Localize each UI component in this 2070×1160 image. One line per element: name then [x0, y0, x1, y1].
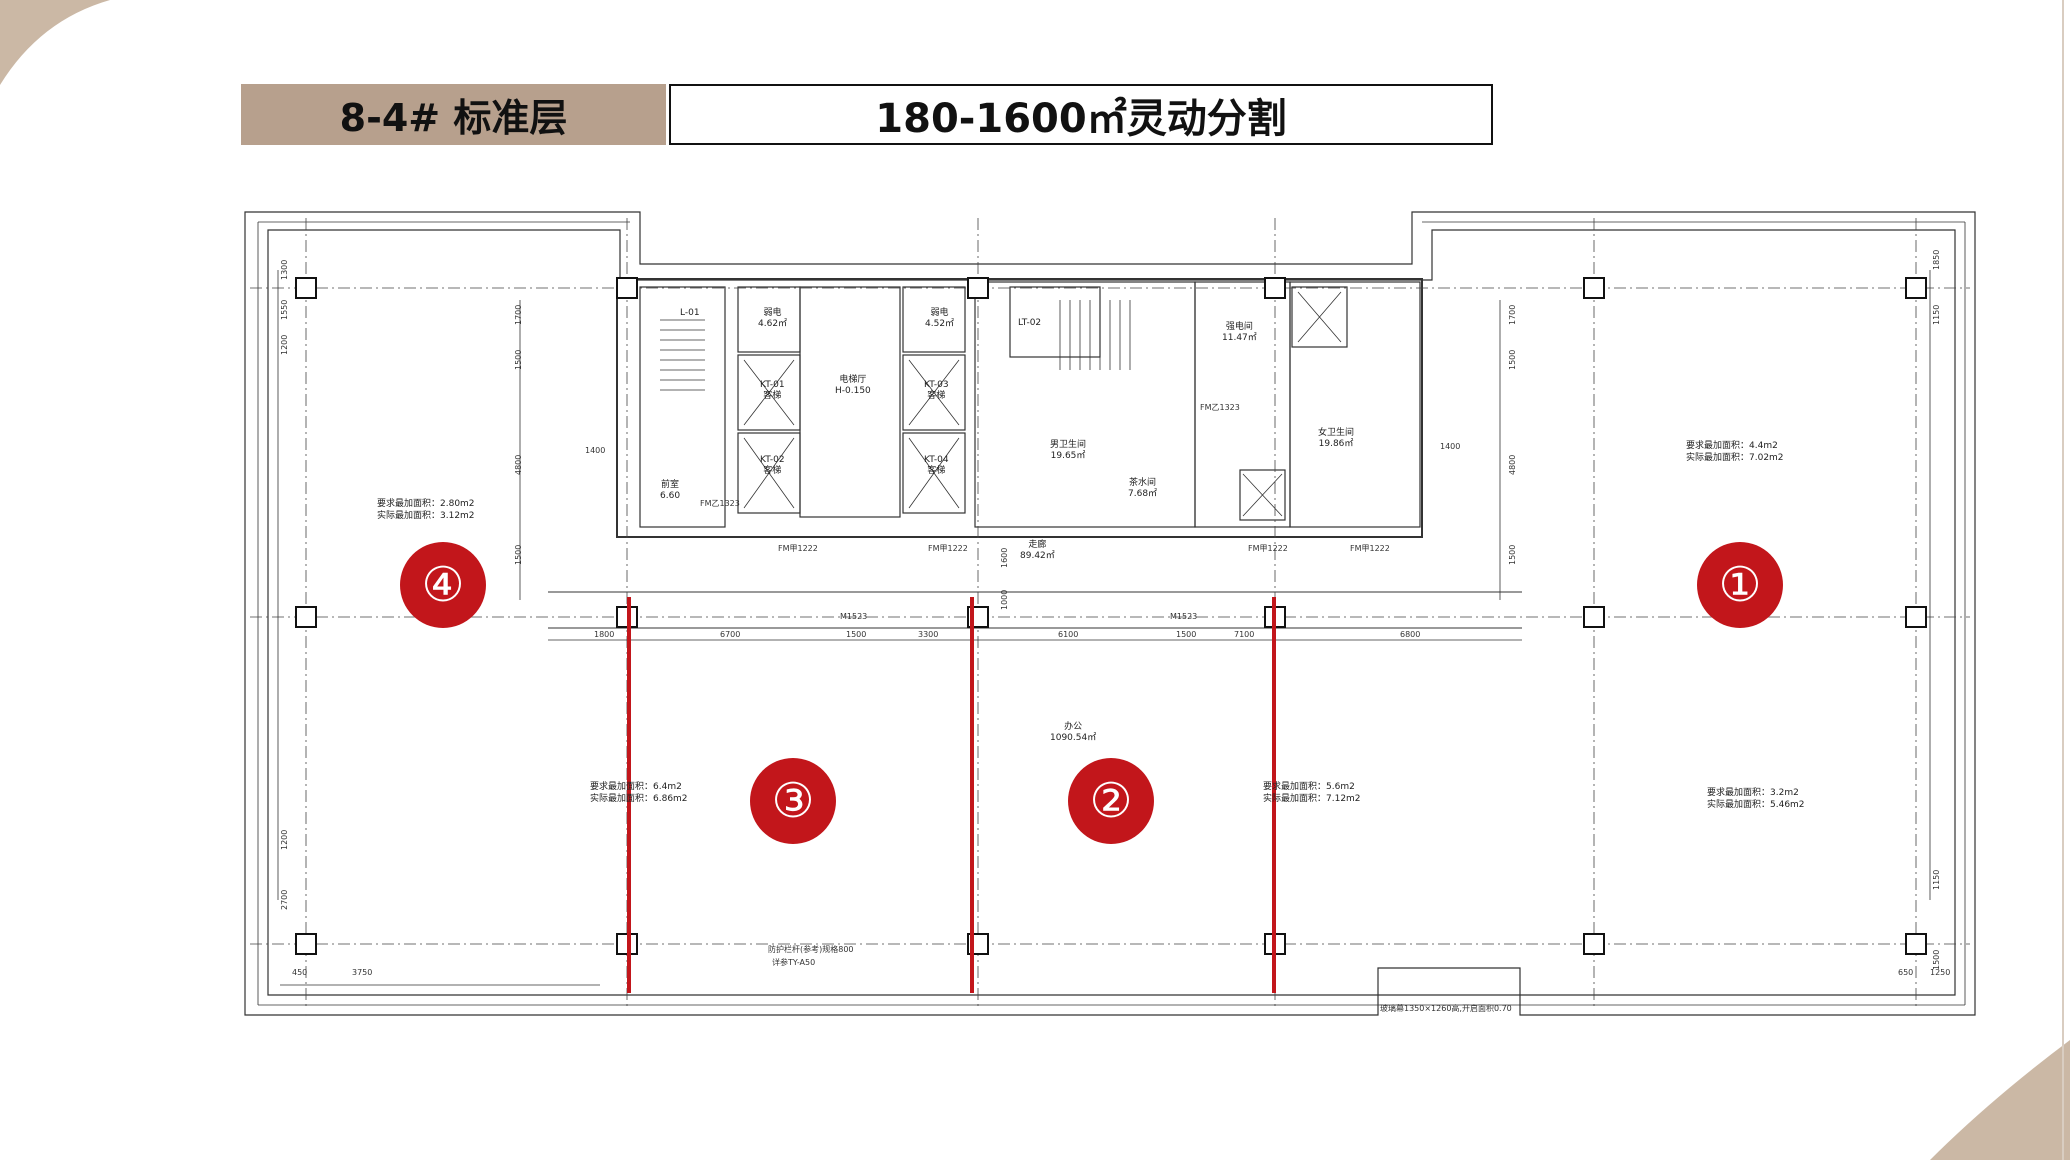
door-label: M1523 [1170, 612, 1198, 621]
bottom-note: 防护栏杆(参考)规格800 [768, 945, 854, 954]
column [1264, 277, 1286, 299]
bottom-right-note: 玻璃幕1350×1260高,开启面积0.70 [1380, 1004, 1512, 1013]
dimension-small: 1250 [1930, 968, 1951, 977]
core-block [616, 278, 1423, 538]
column [1583, 933, 1605, 955]
inner-wall [267, 229, 1956, 996]
dimension-bottom: 6700 [720, 630, 741, 639]
right-edge-line [2062, 0, 2064, 1160]
dimension-small: 1000 [1000, 589, 1009, 610]
dimension-right: 1150 [1932, 304, 1941, 325]
door-label: FM乙1323 [700, 499, 740, 508]
zone-marker-4: ④ [400, 542, 486, 628]
corner-decoration-bottom-right [1930, 1040, 2070, 1160]
dimension-bottom: 6100 [1058, 630, 1079, 639]
division-title: 180-1600㎡灵动分割 [669, 84, 1493, 145]
dimension-left: 1200 [280, 334, 289, 355]
corner-decoration-top-left [0, 0, 110, 85]
door-label: M1523 [840, 612, 868, 621]
dimension-right: 1150 [1932, 869, 1941, 890]
door-label: FM甲1222 [778, 544, 818, 553]
dimension-left: 1300 [280, 259, 289, 280]
room-stair-2: LT-02 [1018, 318, 1042, 328]
dimension-small: 1400 [1440, 442, 1461, 451]
dimension-left: 1500 [514, 544, 523, 565]
column [1583, 606, 1605, 628]
dimension-right: 1500 [1508, 544, 1517, 565]
column [1583, 277, 1605, 299]
column [295, 277, 317, 299]
dimension-left: 2700 [280, 889, 289, 910]
dimension-bottom: 3300 [918, 630, 939, 639]
dimension-bottom: 7100 [1234, 630, 1255, 639]
dimension-bottom: 1500 [846, 630, 867, 639]
dimension-small: 450 [292, 968, 308, 977]
column [967, 277, 989, 299]
dimension-bottom: 1800 [594, 630, 615, 639]
dimension-right: 4800 [1508, 454, 1517, 475]
dimension-left: 1200 [280, 829, 289, 850]
building-floor-title: 8-4# 标准层 [241, 84, 666, 145]
room-stair-1: L-01 [680, 308, 700, 318]
door-label: FM乙1323 [1200, 403, 1240, 412]
dimension-left: 1550 [280, 299, 289, 320]
column [1905, 277, 1927, 299]
dimension-right: 1700 [1508, 304, 1517, 325]
dimension-small: 650 [1898, 968, 1914, 977]
dimension-right: 1500 [1508, 349, 1517, 370]
zone-marker-2: ② [1068, 758, 1154, 844]
dimension-left: 4800 [514, 454, 523, 475]
column [616, 277, 638, 299]
zone-marker-1: ① [1697, 542, 1783, 628]
dimension-small: 1600 [1000, 547, 1009, 568]
dimension-right: 1500 [1932, 949, 1941, 970]
dimension-bottom: 1500 [1176, 630, 1197, 639]
zone-marker-3: ③ [750, 758, 836, 844]
dimension-bottom: 6800 [1400, 630, 1421, 639]
door-label: FM甲1222 [1350, 544, 1390, 553]
column [1905, 606, 1927, 628]
bottom-note-2: 详参TY-A50 [772, 958, 816, 967]
dimension-left: 1700 [514, 304, 523, 325]
column [1905, 933, 1927, 955]
dimension-small: 3750 [352, 968, 373, 977]
dimension-small: 1400 [585, 446, 606, 455]
door-label: FM甲1222 [928, 544, 968, 553]
column [295, 606, 317, 628]
column [295, 933, 317, 955]
dimension-right: 1850 [1932, 249, 1941, 270]
dimension-left: 1500 [514, 349, 523, 370]
door-label: FM甲1222 [1248, 544, 1288, 553]
outer-wall [244, 211, 1976, 1016]
